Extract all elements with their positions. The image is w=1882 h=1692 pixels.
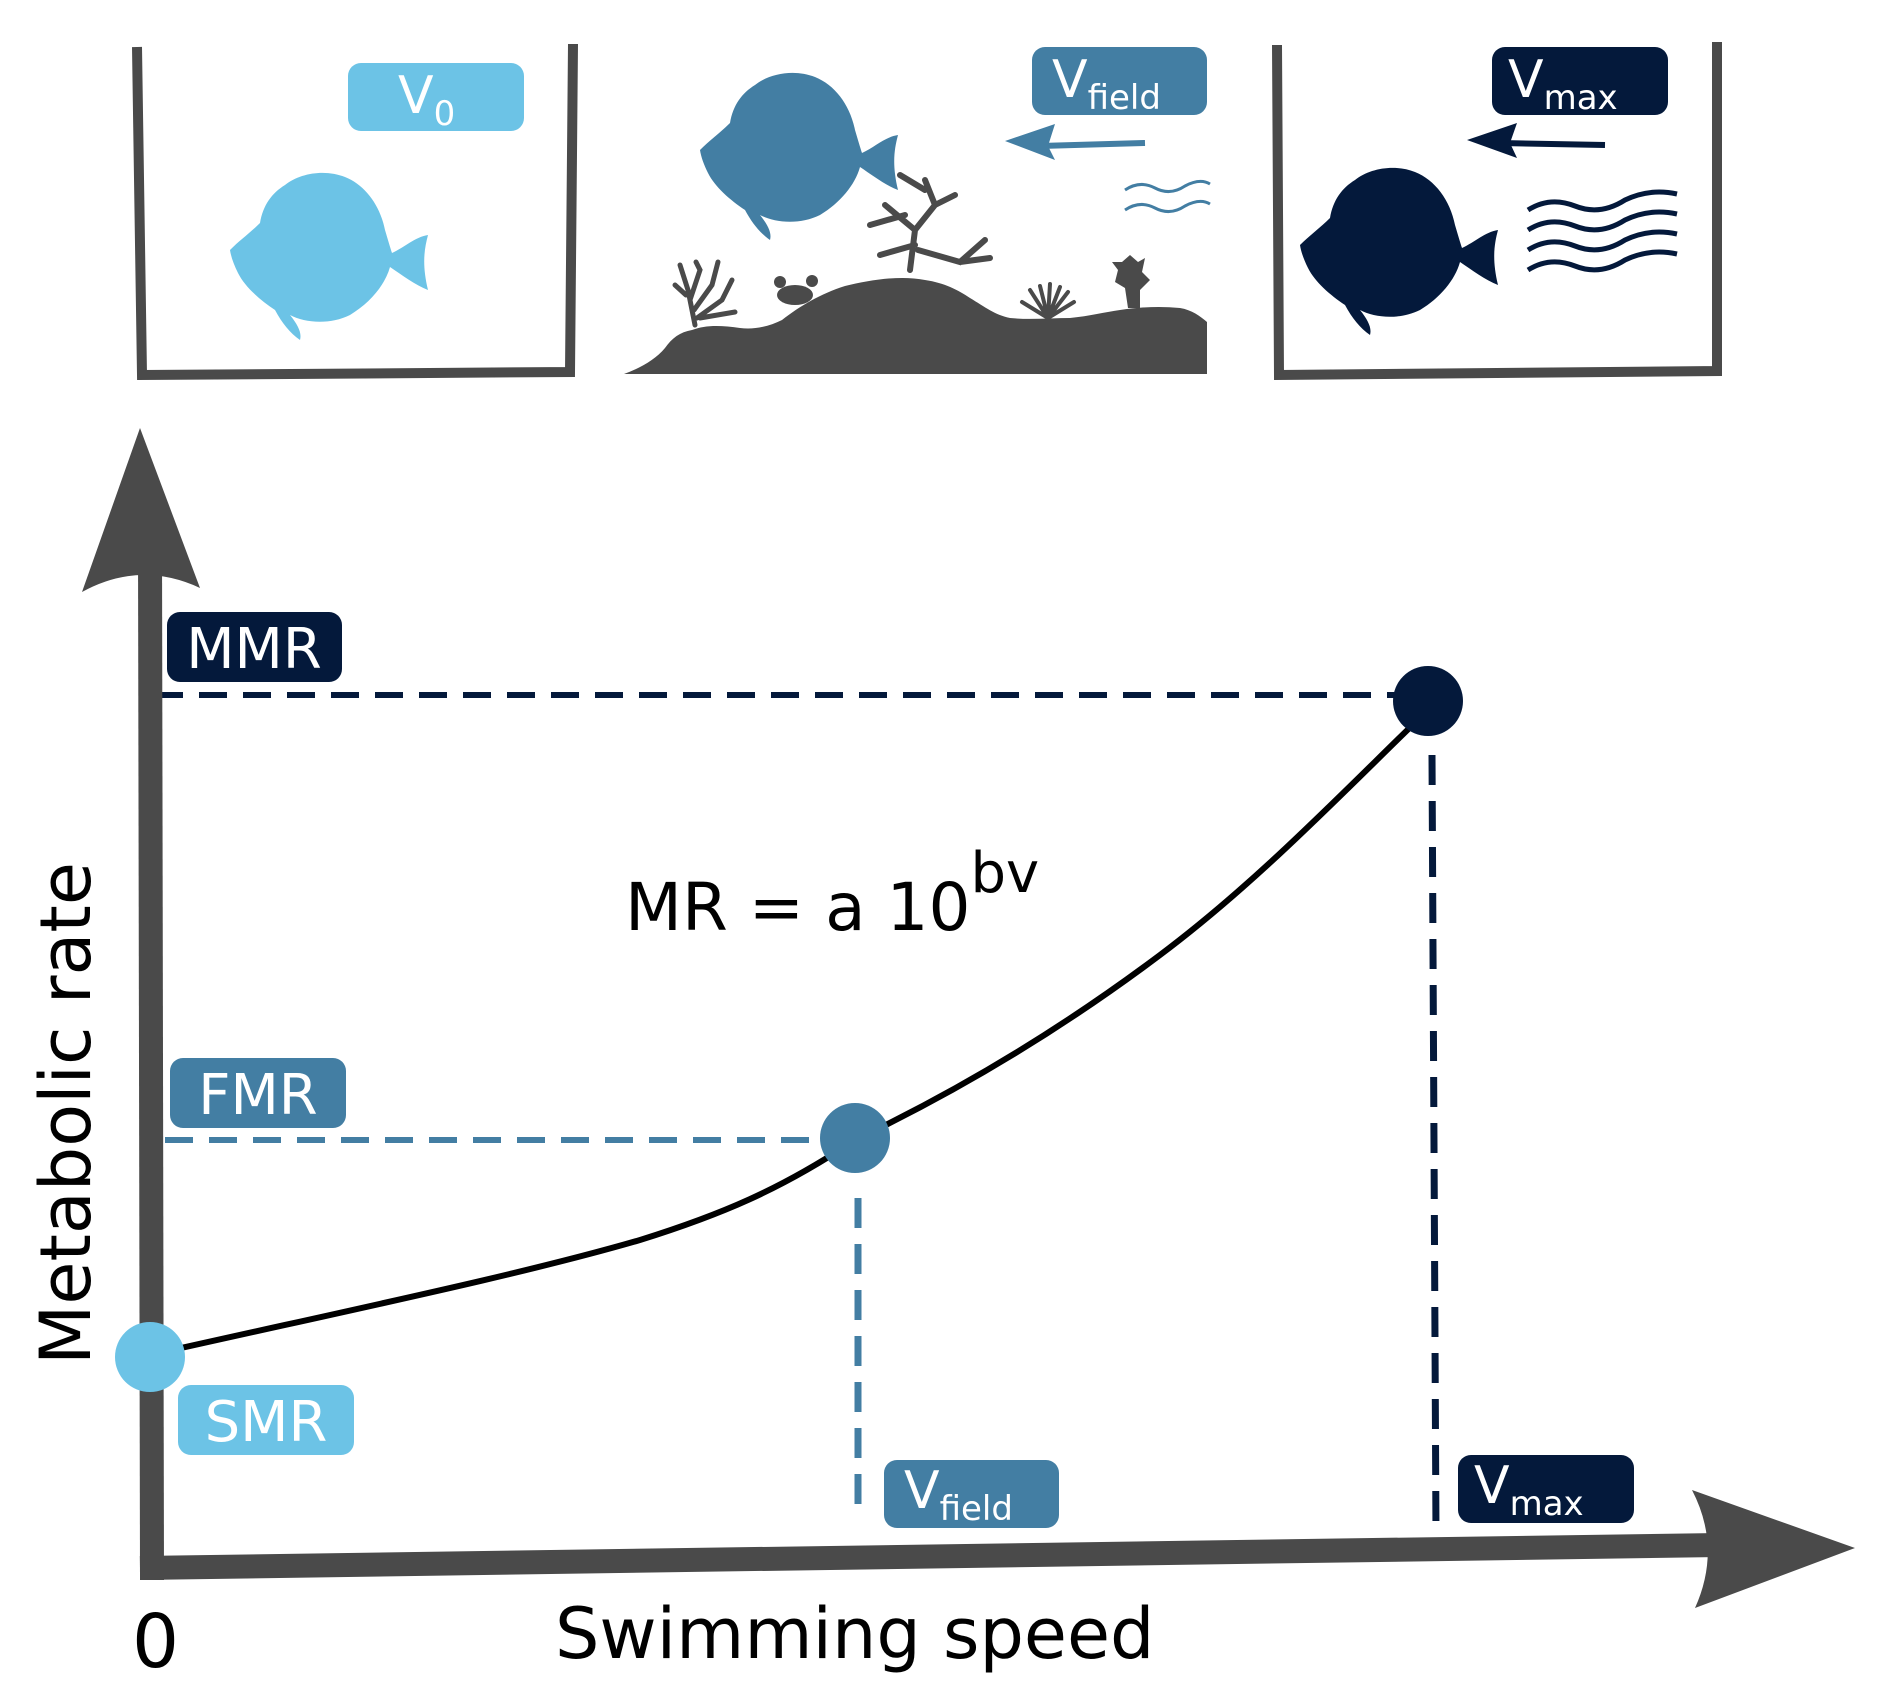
panel-v-max: Vmax (1272, 42, 1722, 381)
fmr-label-box (170, 1058, 346, 1128)
fish-icon (700, 72, 898, 241)
y-axis (82, 428, 200, 1581)
y-axis-label: Metabolic rate (25, 862, 107, 1365)
tank-outline (1272, 42, 1722, 381)
smr-label-box (178, 1385, 354, 1455)
origin-label: 0 (132, 1599, 179, 1685)
v0-label-box (348, 63, 524, 131)
fish-icon (230, 172, 428, 341)
v0-label: V0 (398, 66, 455, 134)
v-max-label: Vmax (1508, 50, 1618, 118)
fish-icon (1300, 167, 1498, 336)
smr-point (115, 1322, 185, 1392)
tank-outline (132, 43, 578, 381)
sponge-icon (1112, 255, 1150, 308)
sea-fan-icon (672, 259, 738, 328)
arrow-left-icon (1467, 123, 1606, 158)
panel-v-field: Vfield (624, 47, 1211, 374)
water-current-icon (1124, 179, 1211, 213)
arrow-left-icon (1005, 124, 1146, 160)
coral-icon (867, 172, 993, 273)
fmr-point (820, 1103, 890, 1173)
v-field-axis-label: Vfield (904, 1461, 1013, 1529)
coral-reef-icon (624, 277, 1207, 374)
equation: MR = a 10bv (625, 841, 1039, 946)
v-max-dashed-line (1428, 754, 1440, 1536)
water-current-icon (1526, 189, 1678, 273)
smr-label: SMR (205, 1390, 328, 1455)
x-axis-label: Swimming speed (555, 1593, 1154, 1675)
mmr-point (1393, 666, 1463, 736)
v-field-label-box (1032, 47, 1207, 115)
metabolic-rate-curve (149, 707, 1431, 1358)
v-max-label-box (1492, 47, 1668, 115)
sea-anemone-icon (1020, 282, 1076, 320)
fmr-label: FMR (198, 1063, 317, 1128)
crab-icon (774, 275, 818, 305)
x-axis (139, 1490, 1855, 1608)
v-max-axis-label: Vmax (1474, 1456, 1584, 1524)
panel-v0: V0 (132, 43, 578, 381)
mmr-label-box (167, 612, 342, 682)
v-field-axis-label-box (884, 1460, 1059, 1528)
mmr-label: MMR (186, 617, 322, 682)
v-max-axis-label-box (1458, 1455, 1634, 1523)
v-field-label: Vfield (1052, 50, 1161, 118)
